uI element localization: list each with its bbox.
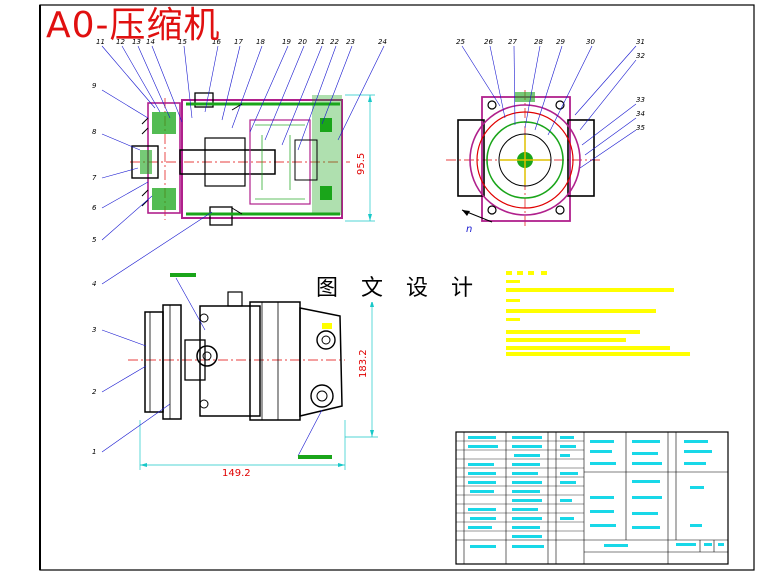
leader-lines-elevation (101, 329, 171, 453)
part-number: 17 (234, 38, 243, 46)
part-number: 6 (92, 204, 97, 212)
drawing-title: A0-压缩机 (46, 5, 221, 46)
part-number: 19 (282, 38, 291, 46)
part-number: 13 (132, 38, 141, 46)
part-number: 9 (92, 82, 97, 90)
part-number: 31 (636, 38, 645, 46)
part-number: 8 (92, 128, 97, 136)
watermark-text: 图 文 设 计 (312, 270, 485, 302)
leader-lines-front (101, 45, 385, 285)
part-number: 20 (298, 38, 307, 46)
dimension-label-side: 183.2 (358, 349, 369, 378)
part-number: 4 (92, 280, 96, 288)
part-number: 32 (636, 52, 645, 60)
part-number: 23 (346, 38, 355, 46)
part-number: 2 (92, 388, 97, 396)
part-number: 12 (116, 38, 125, 46)
elevation-view (128, 291, 345, 421)
dimension-label-front: 95.5 (356, 153, 367, 175)
view-marker-label: n (466, 224, 472, 235)
elevation-annotations (170, 273, 332, 459)
part-number: 26 (484, 38, 493, 46)
dimension-width-bottom (139, 420, 346, 470)
part-number-labels: 11 12 13 14 15 16 17 18 19 20 21 22 23 2… (92, 38, 645, 456)
part-number: 1 (92, 448, 96, 456)
part-number: 22 (330, 38, 339, 46)
part-number: 33 (636, 96, 645, 104)
part-number: 15 (178, 38, 187, 46)
part-number: 21 (316, 38, 325, 46)
part-number: 16 (212, 38, 221, 46)
part-number: 24 (378, 38, 387, 46)
dimension-label-bottom: 149.2 (222, 468, 251, 479)
part-number: 18 (256, 38, 265, 46)
part-number: 3 (92, 326, 96, 334)
end-view (446, 90, 600, 228)
part-number: 28 (534, 38, 543, 46)
front-section-view (130, 92, 350, 226)
part-number: 35 (636, 124, 645, 132)
view-marker-arrow (461, 209, 493, 223)
part-number: 5 (92, 236, 97, 244)
part-number: 27 (508, 38, 517, 46)
technical-notes (506, 271, 690, 356)
title-block (455, 431, 729, 565)
part-number: 29 (556, 38, 565, 46)
part-number: 7 (92, 174, 97, 182)
part-number: 14 (146, 38, 155, 46)
part-number: 34 (636, 110, 645, 118)
part-number: 11 (96, 38, 105, 46)
leader-lines-end (461, 45, 637, 169)
part-number: 25 (456, 38, 465, 46)
part-number: 30 (586, 38, 595, 46)
